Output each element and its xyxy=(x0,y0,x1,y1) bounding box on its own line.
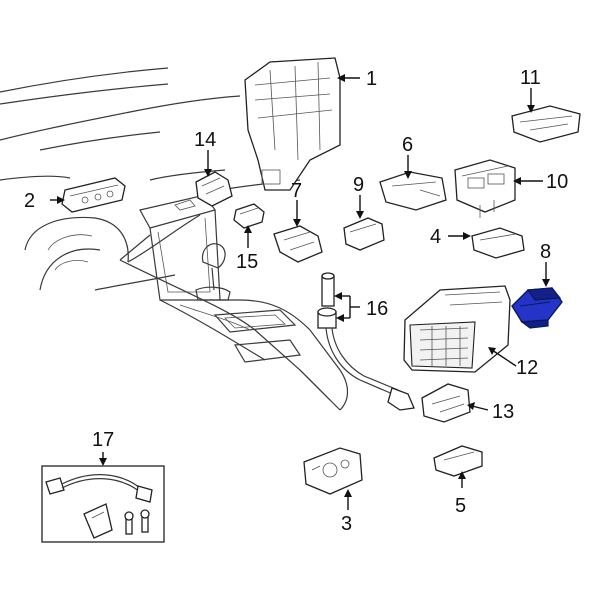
part-10-module xyxy=(454,159,516,218)
part-3-switch xyxy=(303,447,363,495)
callout-17: 17 xyxy=(92,429,114,451)
part-8-highlighted-switch xyxy=(511,287,563,329)
callout-4: 4 xyxy=(430,226,441,248)
part-17-wiring-kit xyxy=(41,465,165,543)
callout-16: 16 xyxy=(366,298,388,320)
part-13-socket xyxy=(421,383,471,423)
part-12-control-unit xyxy=(403,285,511,373)
callout-1: 1 xyxy=(366,68,377,90)
callout-7: 7 xyxy=(291,180,302,202)
part-6-switch xyxy=(379,171,447,211)
part-11-module xyxy=(511,105,581,143)
callout-2: 2 xyxy=(24,190,35,212)
part-1-bracket xyxy=(244,57,341,191)
callout-5: 5 xyxy=(455,495,466,517)
part-4-switch xyxy=(471,227,525,259)
callout-6: 6 xyxy=(402,134,413,156)
callout-14: 14 xyxy=(194,129,216,151)
center-console xyxy=(119,194,349,411)
callout-9: 9 xyxy=(353,174,364,196)
callout-8: 8 xyxy=(540,241,551,263)
part-14-switch xyxy=(195,171,233,207)
callout-3: 3 xyxy=(341,513,352,535)
leader-arrows xyxy=(50,74,550,510)
callout-12: 12 xyxy=(516,357,538,379)
callout-11: 11 xyxy=(520,67,541,89)
part-5-switch xyxy=(433,445,483,477)
part-15-switch xyxy=(233,203,265,229)
callout-labels: 1 2 3 4 5 6 7 8 9 10 11 12 13 14 15 16 1… xyxy=(24,67,568,535)
callout-15: 15 xyxy=(236,251,258,273)
part-16-lighter-harness xyxy=(317,272,415,411)
part-9-switch xyxy=(343,217,385,251)
part-2-switch-panel xyxy=(61,177,126,213)
callout-10: 10 xyxy=(546,171,568,193)
part-7-switch xyxy=(273,225,323,263)
callout-13: 13 xyxy=(492,401,514,423)
